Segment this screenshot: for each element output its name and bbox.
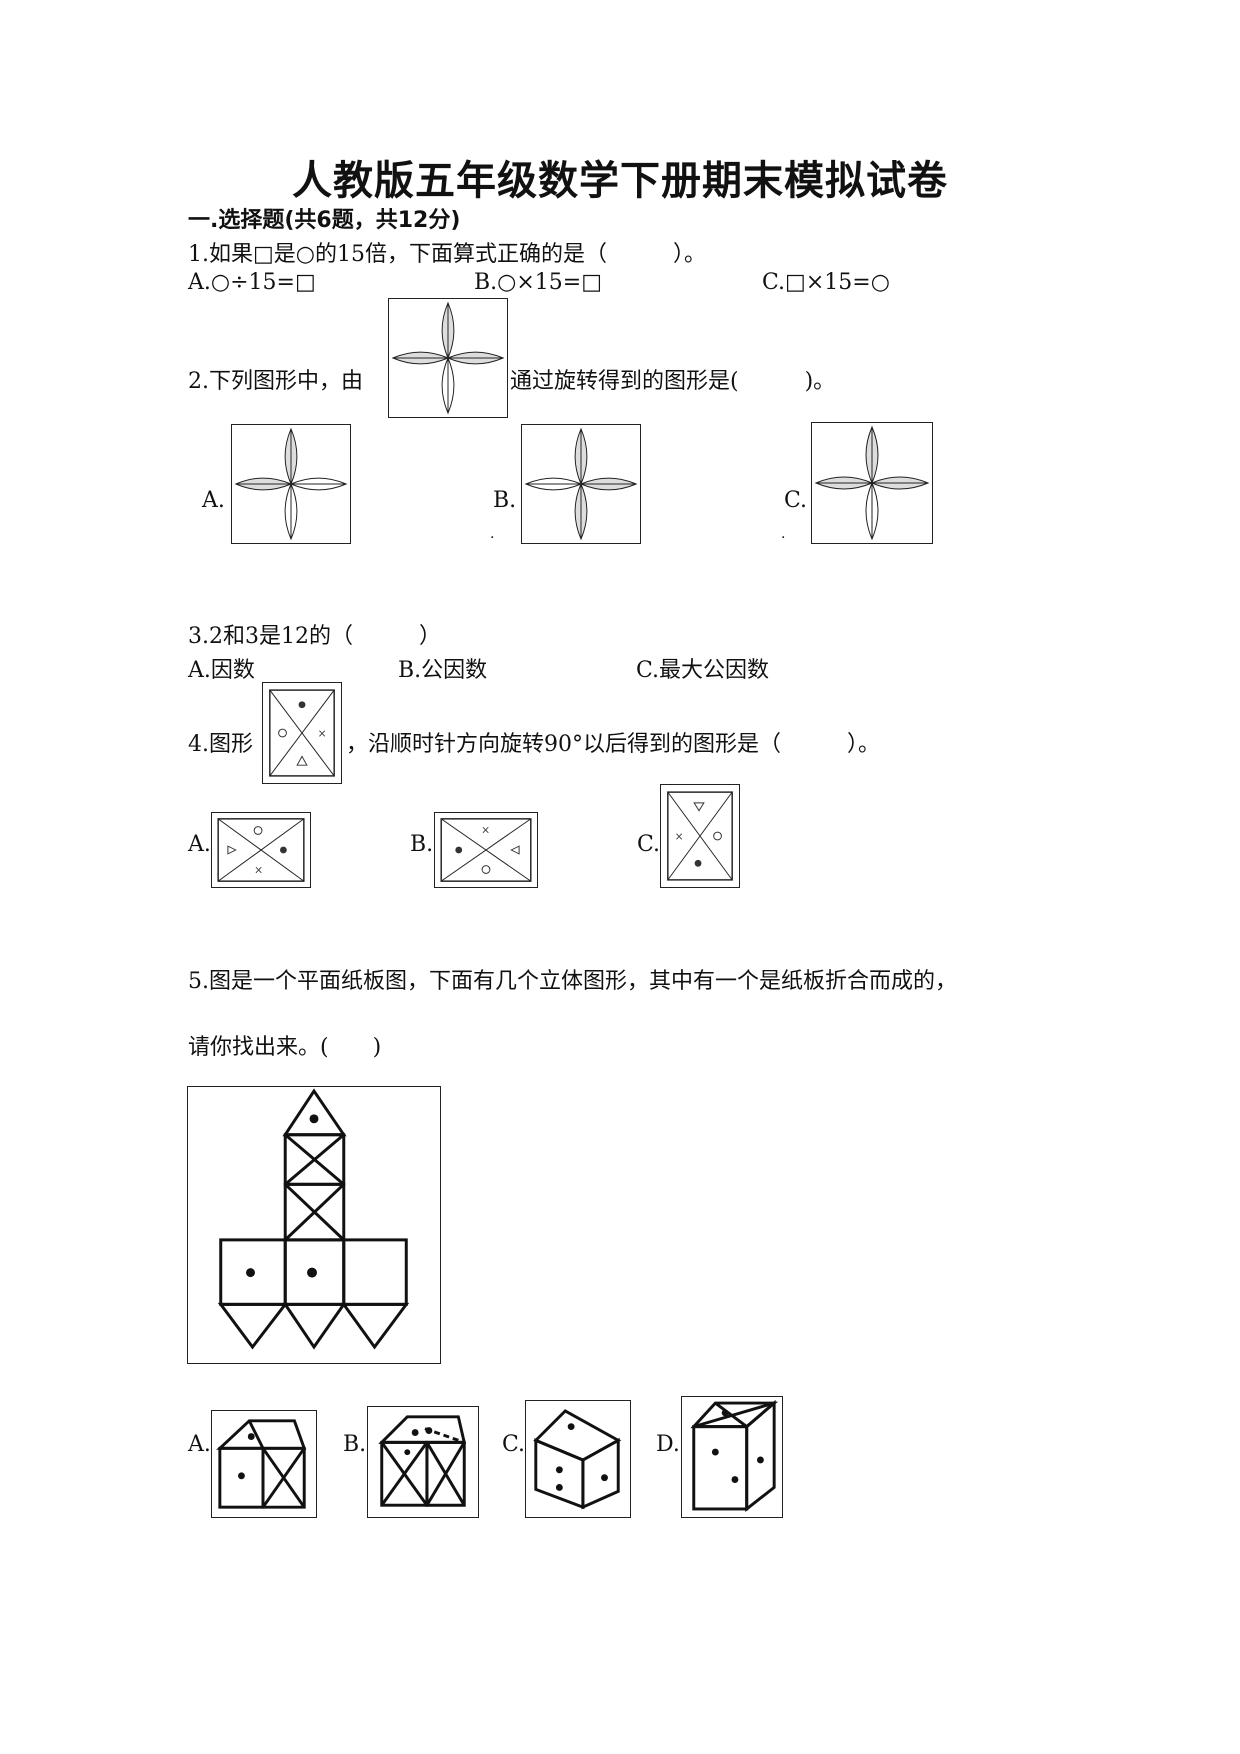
cube-option-a[interactable] bbox=[211, 1410, 317, 1518]
question-1-option-b[interactable]: B.○×15=□ bbox=[474, 270, 603, 295]
dot-mark: . bbox=[781, 526, 786, 542]
question-3-option-c[interactable]: C.最大公因数 bbox=[636, 658, 770, 683]
question-2-stem-end: 通过旋转得到的图形是( )。 bbox=[510, 369, 836, 394]
cube-option-c[interactable] bbox=[525, 1400, 631, 1518]
question-5-line-2: 请你找出来。( ) bbox=[188, 1035, 382, 1060]
question-2-option-c-label[interactable]: C. bbox=[784, 488, 808, 513]
question-4-stem-start: 4.图形 bbox=[188, 732, 253, 757]
question-1-stem: 1.如果□是○的15倍，下面算式正确的是（ ）。 bbox=[188, 242, 706, 267]
svg-text:×: × bbox=[675, 830, 684, 843]
question-3-option-a[interactable]: A.因数 bbox=[188, 658, 255, 683]
svg-text:×: × bbox=[481, 823, 490, 836]
section-heading: 一.选择题(共6题，共12分) bbox=[188, 208, 461, 233]
question-4-option-c-label[interactable]: C. bbox=[637, 832, 661, 857]
question-2-option-b-label[interactable]: B. bbox=[493, 488, 517, 513]
flower-figure-option-a[interactable] bbox=[231, 424, 351, 544]
flower-figure-original bbox=[388, 298, 508, 418]
question-5-option-a-label[interactable]: A. bbox=[188, 1432, 211, 1457]
cube-option-b[interactable] bbox=[367, 1406, 479, 1518]
question-4-option-a-label[interactable]: A. bbox=[188, 832, 211, 857]
question-4-option-b-label[interactable]: B. bbox=[410, 832, 434, 857]
question-5-option-d-label[interactable]: D. bbox=[656, 1432, 680, 1457]
flower-figure-option-b[interactable] bbox=[521, 424, 641, 544]
svg-text:×: × bbox=[318, 727, 327, 740]
question-5-option-c-label[interactable]: C. bbox=[502, 1432, 526, 1457]
question-2-option-a-label[interactable]: A. bbox=[202, 488, 225, 513]
question-3-stem: 3.2和3是12的（ ） bbox=[188, 624, 441, 649]
question-1-option-c[interactable]: C.□×15=○ bbox=[762, 270, 890, 295]
marked-rectangle-original: × bbox=[262, 682, 342, 784]
svg-text:×: × bbox=[254, 863, 263, 876]
marked-rectangle-option-b[interactable]: × bbox=[434, 812, 538, 888]
marked-rectangle-option-a[interactable]: × bbox=[211, 812, 311, 888]
page-title: 人教版五年级数学下册期末模拟试卷 bbox=[292, 157, 948, 204]
question-5-line-1: 5.图是一个平面纸板图，下面有几个立体图形，其中有一个是纸板折合而成的， bbox=[188, 969, 957, 994]
cube-net-figure bbox=[187, 1086, 441, 1364]
marked-rectangle-option-c[interactable]: × bbox=[660, 784, 740, 888]
cube-option-d[interactable] bbox=[681, 1396, 783, 1518]
dot-mark: . bbox=[490, 526, 495, 542]
question-3-option-b[interactable]: B.公因数 bbox=[398, 658, 488, 683]
question-4-stem-end: ，沿顺时针方向旋转90°以后得到的图形是（ ）。 bbox=[346, 732, 880, 757]
question-1-option-a[interactable]: A.○÷15=□ bbox=[188, 270, 316, 295]
flower-figure-option-c[interactable] bbox=[811, 422, 933, 544]
question-5-option-b-label[interactable]: B. bbox=[343, 1432, 367, 1457]
question-2-stem-start: 2.下列图形中，由 bbox=[188, 369, 363, 394]
